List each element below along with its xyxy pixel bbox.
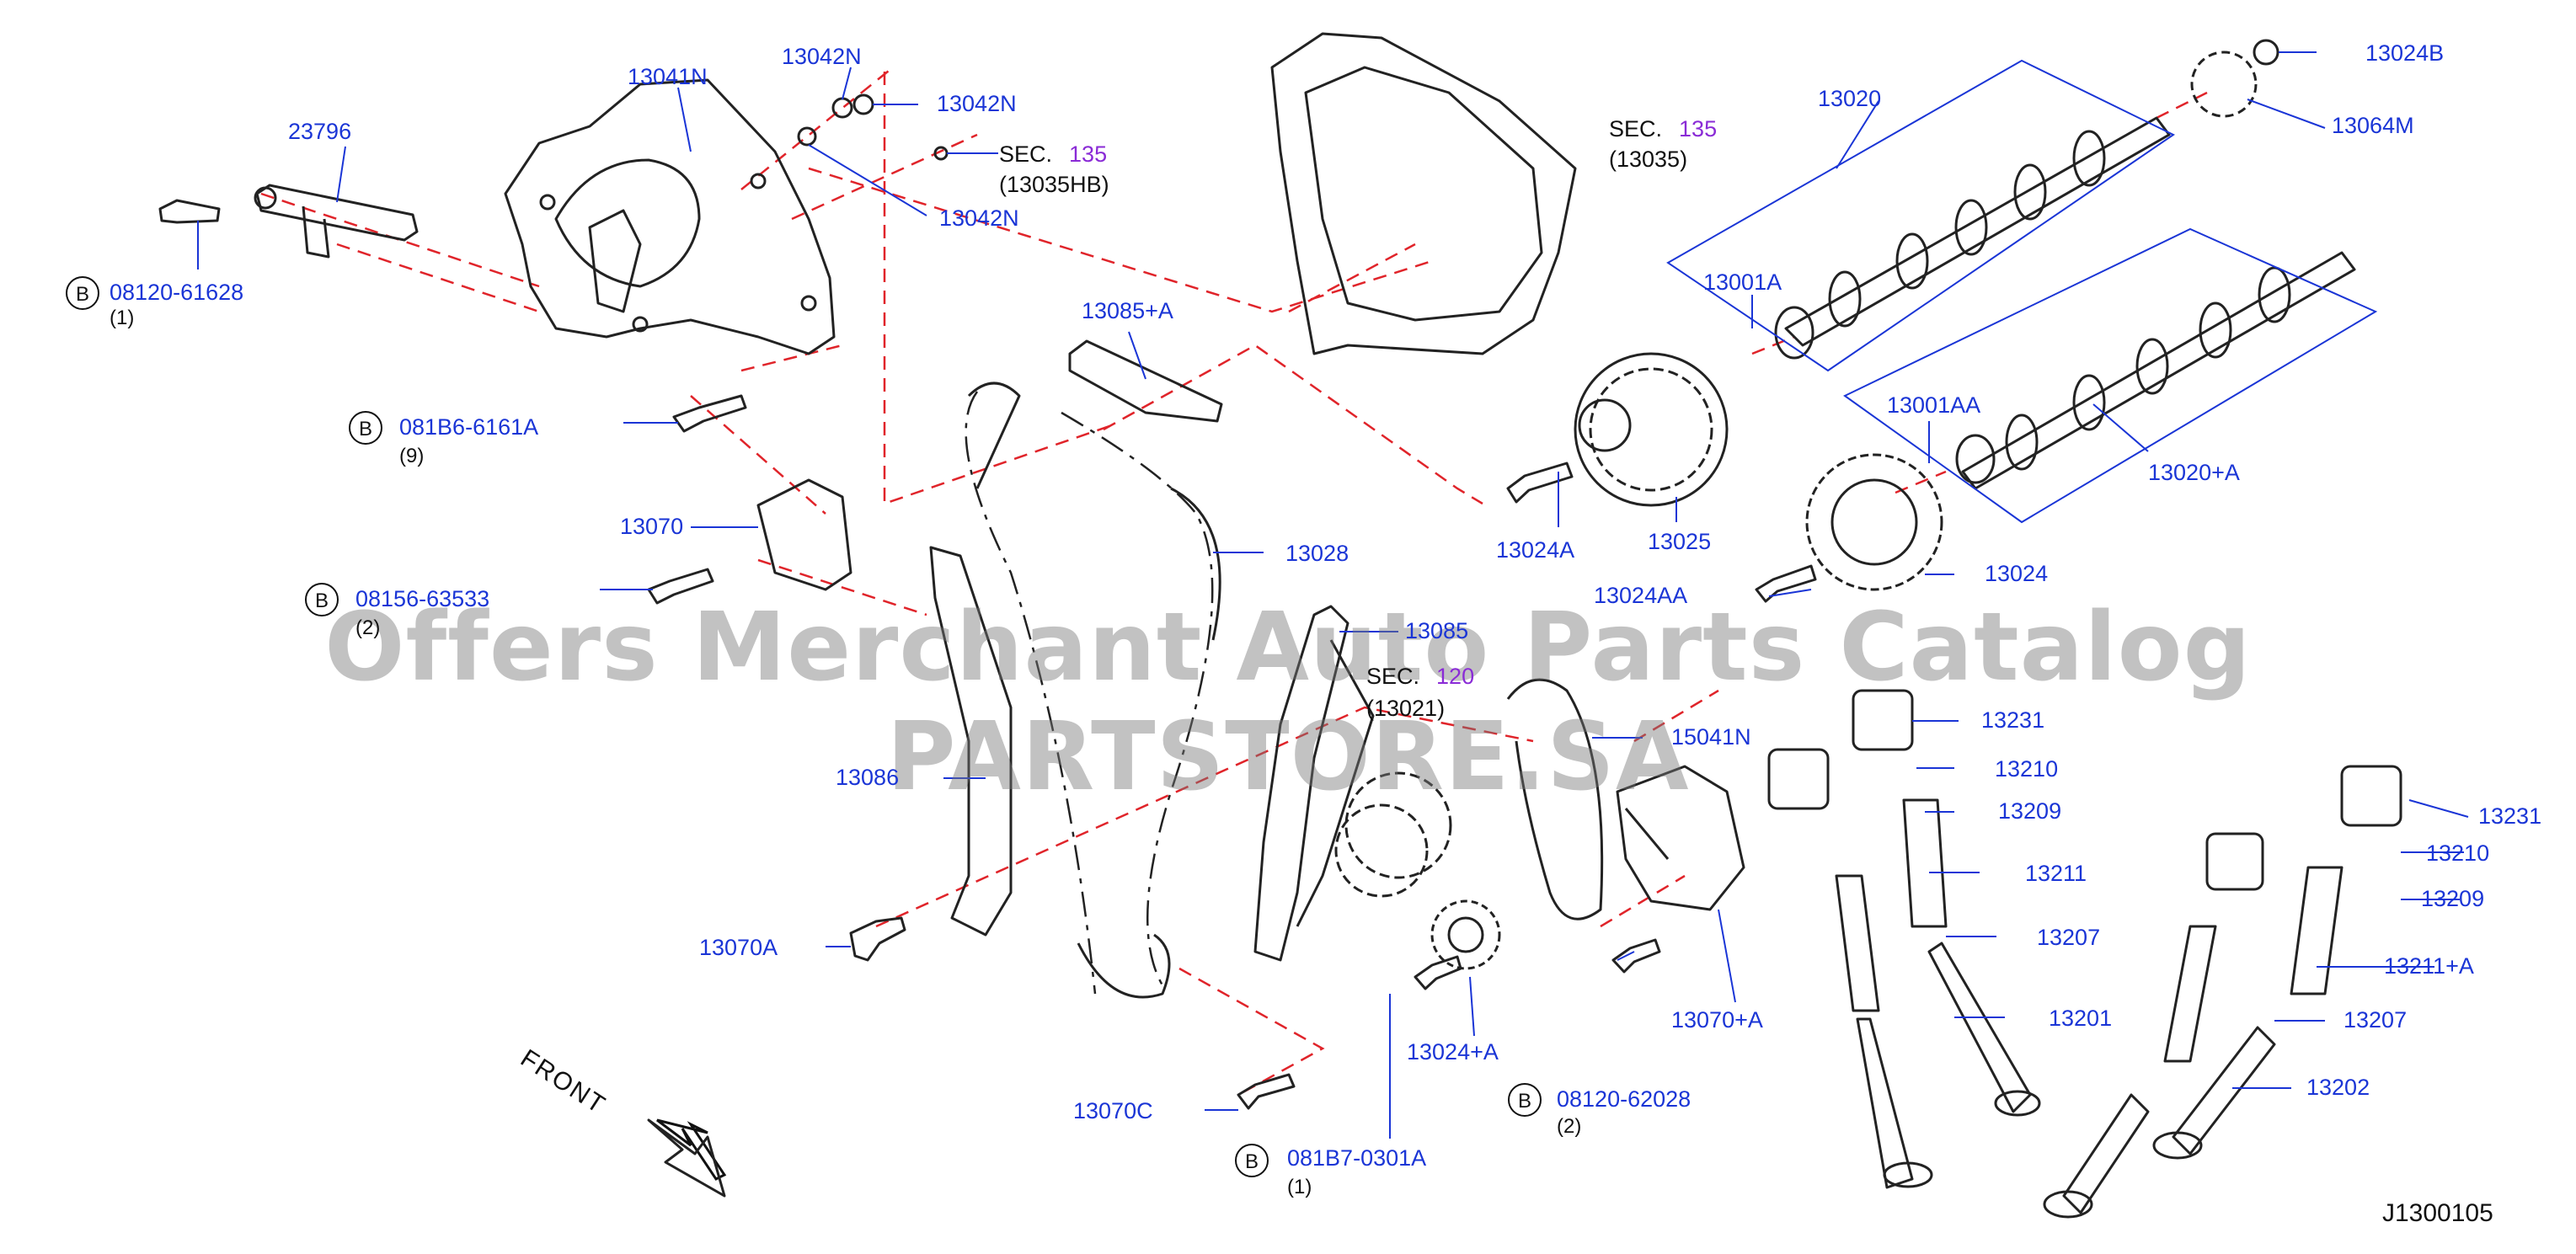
callout-13001AA[interactable]: 13001AA [1887,392,1981,418]
callout-13085[interactable]: 13085 [1405,618,1469,643]
callout-13070C[interactable]: 13070C [1073,1098,1153,1123]
timing-chain-15041N[interactable] [1506,678,1604,920]
section-ref[interactable]: SEC. 135 [999,143,1107,166]
callout-13064M[interactable]: 13064M [2332,113,2414,138]
bolt-part-08156-63533[interactable]: 08156-63533 [355,586,490,611]
sprocket-13025[interactable] [1574,352,1729,507]
callout-13209[interactable]: 13209 [1998,798,2062,824]
callout-13207[interactable]: 13207 [2344,1007,2408,1033]
callout-13041N[interactable]: 13041N [628,64,708,89]
callout-13231[interactable]: 13231 [2478,803,2542,829]
camshaft-bracket-frames [1666,59,2378,524]
callout-13202[interactable]: 13202 [2306,1075,2370,1100]
bolt-part-08120-61628[interactable]: 08120-61628 [110,280,244,305]
callout-13028[interactable]: 13028 [1285,541,1349,566]
section-subref: (13021) [1366,696,1446,721]
section-label: SEC. [999,141,1053,167]
callout-13024A[interactable]: 13024A [1496,537,1575,563]
callout-13042N[interactable]: 13042N [782,44,862,69]
callout-leaders [197,51,2469,1139]
bolt-08156-63533[interactable] [647,568,714,605]
tensioner-13070[interactable] [756,478,852,591]
valve-train-13201[interactable] [1767,689,2041,1189]
bolt-qty: (9) [399,445,425,467]
bolt-qty: (1) [1287,1176,1312,1198]
section-subref: (13035) [1609,147,1688,172]
callout-13209[interactable]: 13209 [2421,886,2485,911]
callout-13042N[interactable]: 13042N [939,205,1019,231]
bolt-part-08120-62028[interactable]: 08120-62028 [1557,1086,1692,1112]
bolt-13070A[interactable] [849,916,906,962]
solenoid-23796[interactable] [254,184,419,259]
callout-13020[interactable]: 13020 [1818,86,1882,111]
section-label: SEC. [1609,116,1663,141]
section-page-link[interactable]: 120 [1436,664,1475,689]
bolt-qty: (2) [1557,1115,1582,1138]
bolt-08120-61628[interactable] [158,199,221,224]
callout-13086[interactable]: 13086 [836,765,900,790]
callout-15041N[interactable]: 15041N [1671,724,1751,750]
callout-13211A[interactable]: 13211+A [2384,953,2474,979]
bolt-13024Aplus[interactable] [1414,955,1462,990]
slack-guide-13086[interactable] [929,546,1013,936]
callout-13025[interactable]: 13025 [1648,529,1712,554]
callout-13024AA[interactable]: 13024AA [1594,583,1688,608]
bolt-part-081B7-0301A[interactable]: 081B7-0301A [1287,1145,1427,1171]
cam-washer-13064M[interactable] [2190,39,2279,118]
callout-13070[interactable]: 13070 [620,514,684,539]
callout-13210[interactable]: 13210 [1995,756,2059,782]
front-cover-13041N[interactable] [504,78,836,355]
sprocket-crank [1334,771,1452,898]
callout-13210[interactable]: 13210 [2426,840,2490,866]
callout-13042N[interactable]: 13042N [937,91,1017,116]
section-subref: (13035HB) [999,172,1109,197]
callout-13024Aplus[interactable]: 13024+A [1407,1039,1499,1065]
sprocket-13024Aplus[interactable] [1430,899,1501,970]
callout-13024B[interactable]: 13024B [2365,40,2445,66]
chain-guide-13085Aplus[interactable] [1068,339,1223,423]
cylinder-head-cover-sec135 [1270,32,1577,355]
callout-13211[interactable]: 13211 [2025,861,2087,886]
bolt-marker-b: B [1508,1083,1542,1117]
callout-13070A[interactable]: 13070A [699,935,778,960]
section-ref[interactable]: SEC. 135 [1609,118,1717,141]
section-page-link[interactable]: 135 [1679,116,1718,141]
section-label: SEC. [1366,664,1420,689]
bolt-qty: (1) [110,307,135,329]
bolt-13024AA[interactable] [1755,564,1817,603]
section-ref[interactable]: SEC. 120 [1366,665,1474,688]
bolt-marker-b: B [1235,1144,1269,1177]
chain-guide-13085[interactable] [1253,605,1375,962]
bolt-part-081B6-6161A[interactable]: 081B6-6161A [399,414,539,440]
valve-train-13202[interactable] [2043,765,2402,1219]
bolt-marker-b: B [349,411,382,445]
callout-13070Aplus[interactable]: 13070+A [1671,1007,1763,1033]
bolt-13070C[interactable] [1237,1073,1296,1110]
callout-13207[interactable]: 13207 [2037,925,2101,950]
section-page-link[interactable]: 135 [1069,141,1108,167]
tensioner-13070Aplus[interactable] [1616,765,1745,911]
bolt-13070Aplus[interactable] [1611,938,1661,974]
camshaft-13020A[interactable] [1955,251,2356,490]
bolt-marker-b: B [66,276,99,310]
sprocket-13024[interactable] [1805,453,1943,591]
callout-13020A[interactable]: 13020+A [2148,460,2240,485]
callout-13024[interactable]: 13024 [1985,561,2049,586]
callout-23796[interactable]: 23796 [288,119,352,144]
timing-chain-13028[interactable] [965,382,1221,999]
callout-13085A[interactable]: 13085+A [1082,298,1173,323]
bolt-marker-b: B [305,583,339,616]
bolt-qty: (2) [355,616,381,639]
bolt-13024A[interactable] [1506,462,1574,504]
assembly-dashed-lines [260,67,2208,1097]
bolt-081B6-6161A[interactable] [672,394,747,433]
callout-13001A[interactable]: 13001A [1703,269,1782,295]
front-arrow-icon [647,1118,727,1198]
callout-13231[interactable]: 13231 [1981,707,2045,733]
callout-13201[interactable]: 13201 [2049,1006,2113,1031]
camshaft-13020[interactable] [1774,116,2171,360]
diagram-code: J1300105 [2382,1199,2493,1227]
